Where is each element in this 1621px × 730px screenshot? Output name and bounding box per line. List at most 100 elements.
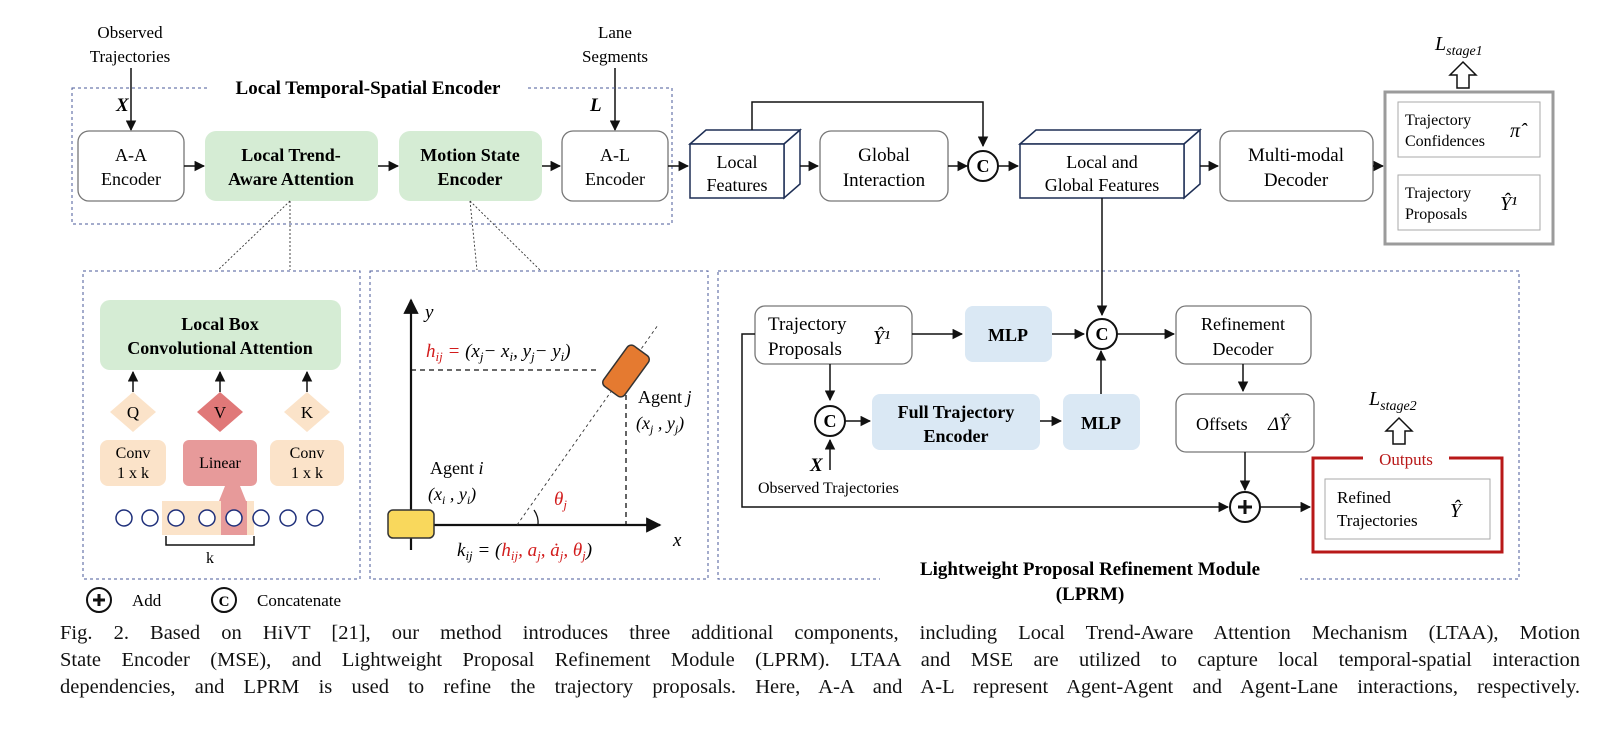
conv-left-box [100, 440, 166, 486]
lane-symbol-l: L [589, 95, 602, 116]
conv-right-box [270, 440, 344, 486]
v-label: V [214, 403, 227, 422]
multimodal-decoder-label: Multi-modal [1248, 145, 1344, 166]
hollow-up-arrow-icon [1384, 416, 1414, 445]
local-global-features-label-2: Global Features [1045, 175, 1159, 195]
offsets-label: Offsets [1196, 414, 1248, 434]
ltaa-box [205, 131, 378, 201]
local-global-features-cube [1018, 128, 1202, 200]
add-icon [1229, 491, 1261, 523]
al-encoder-label-2: Encoder [585, 169, 645, 189]
legend-concat-label: Concatenate [257, 591, 341, 610]
lprm-y1-hat: Ŷ¹ [873, 326, 890, 349]
lane-segments-label: Lane [598, 23, 632, 42]
trajectory-confidences-label: Trajectory [1405, 112, 1471, 129]
local-box-conv-attention-box [100, 300, 341, 370]
trajectory-proposals-box [1397, 174, 1541, 231]
observed-symbol-x: X [115, 95, 130, 116]
agent-j-label: Agent j [638, 387, 692, 407]
conv-right-label: Conv [290, 445, 325, 462]
lprm-title-2: (LPRM) [1056, 584, 1125, 605]
mse-label-2: Encoder [438, 169, 503, 189]
mse-detail-panel [369, 270, 709, 580]
theta-j-label: θj [554, 489, 567, 512]
lprm-trajectory-proposals-box [754, 305, 913, 365]
local-box-conv-attention-label: Local Box [181, 314, 259, 334]
aa-encoder-label-2: Encoder [101, 169, 161, 189]
add-icon [86, 587, 112, 613]
lprm-traj-proposals-label: Trajectory [768, 314, 847, 335]
k-window-label: k [206, 550, 214, 567]
y-hat: Ŷ [1450, 499, 1463, 522]
v-diamond [197, 392, 243, 432]
observed-trajectories-label-2: Trajectories [90, 47, 171, 66]
k-label: K [301, 403, 314, 422]
lprm-title: Lightweight Proposal Refinement Module [920, 559, 1260, 580]
legend-add-label: Add [132, 591, 162, 610]
encoder-group-title: Local Temporal-Spatial Encoder [236, 78, 502, 99]
full-trajectory-encoder-box [872, 394, 1040, 450]
refined-trajectories-box [1324, 478, 1491, 540]
mlp-top-label: MLP [988, 325, 1028, 345]
local-features-label: Local [717, 152, 758, 172]
mlp-bottom-label: MLP [1081, 413, 1121, 433]
refinement-decoder-label-2: Decoder [1213, 339, 1274, 359]
agent-i-pos: (xi , yi) [428, 484, 476, 507]
lprm-observed-label: Observed Trajectories [758, 480, 899, 497]
concat-icon: C [967, 150, 999, 182]
caption-line-2: State Encoder (MSE), and Lightweight Pro… [60, 649, 1580, 671]
mlp-bottom-box [1063, 394, 1140, 450]
svg-text:C: C [824, 411, 837, 431]
al-encoder-label: A-L [600, 145, 630, 165]
y1-hat: Ŷ¹ [1500, 192, 1517, 215]
linear-box [183, 440, 257, 486]
lprm-traj-proposals-label-2: Proposals [768, 339, 842, 360]
caption-line-1: Fig. 2. Based on HiVT [21], our method i… [60, 622, 1580, 644]
local-features-cube [688, 128, 802, 200]
agent-i-label: Agent i [430, 458, 484, 478]
lprm-x-symbol: X [809, 455, 824, 476]
token-circles [115, 509, 324, 527]
svg-text:C: C [977, 156, 990, 176]
local-box-conv-attention-label-2: Convolutional Attention [127, 338, 313, 358]
trajectory-proposals-label-2: Proposals [1405, 206, 1467, 223]
outputs-label: Outputs [1379, 450, 1433, 469]
k-diamond [284, 392, 330, 432]
local-features-label-2: Features [707, 175, 768, 195]
aa-encoder-label: A-A [115, 145, 147, 165]
ltaa-detail-panel [82, 270, 361, 580]
linear-label: Linear [199, 455, 241, 472]
refinement-decoder-label: Refinement [1201, 314, 1285, 334]
loss-stage2: Lstage2 [1368, 388, 1417, 414]
aa-encoder-box [77, 130, 185, 202]
conv-left-label-2: 1 x k [117, 465, 149, 482]
conv-right-label-2: 1 x k [291, 465, 323, 482]
agent-i-box [387, 509, 435, 539]
global-interaction-label: Global [858, 145, 910, 166]
q-label: Q [127, 403, 139, 422]
caption-line-3: dependencies, and LPRM is used to refine… [60, 676, 1580, 698]
trajectory-confidences-label-2: Confidences [1405, 133, 1485, 150]
al-encoder-box [561, 130, 669, 202]
k-ij-equation: kij = (hij, aj, ȧj, θj) [457, 540, 592, 563]
refined-traj-label: Refined [1337, 488, 1391, 507]
lprm-panel [717, 270, 1520, 580]
mlp-top-box [965, 306, 1052, 362]
ltaa-label-2: Aware Attention [228, 169, 354, 189]
x-axis-label: x [672, 530, 682, 551]
agent-j-box [602, 344, 650, 398]
ltaa-label: Local Trend- [241, 145, 341, 165]
h-ij-equation: hij = (xj− xi, yj− yi) [426, 341, 571, 364]
local-global-features-label: Local and [1066, 152, 1137, 172]
full-traj-encoder-label: Full Trajectory [898, 402, 1015, 422]
svg-text:C: C [1096, 324, 1109, 344]
trajectory-proposals-label: Trajectory [1405, 185, 1471, 202]
q-diamond [110, 392, 156, 432]
trajectory-confidences-box [1397, 101, 1541, 158]
concat-icon: C [814, 405, 846, 437]
global-interaction-label-2: Interaction [843, 170, 926, 191]
y-axis-label: y [423, 302, 434, 323]
conv-left-label: Conv [116, 445, 151, 462]
observed-trajectories-label: Observed [97, 23, 163, 42]
concat-icon: C [1086, 318, 1118, 350]
